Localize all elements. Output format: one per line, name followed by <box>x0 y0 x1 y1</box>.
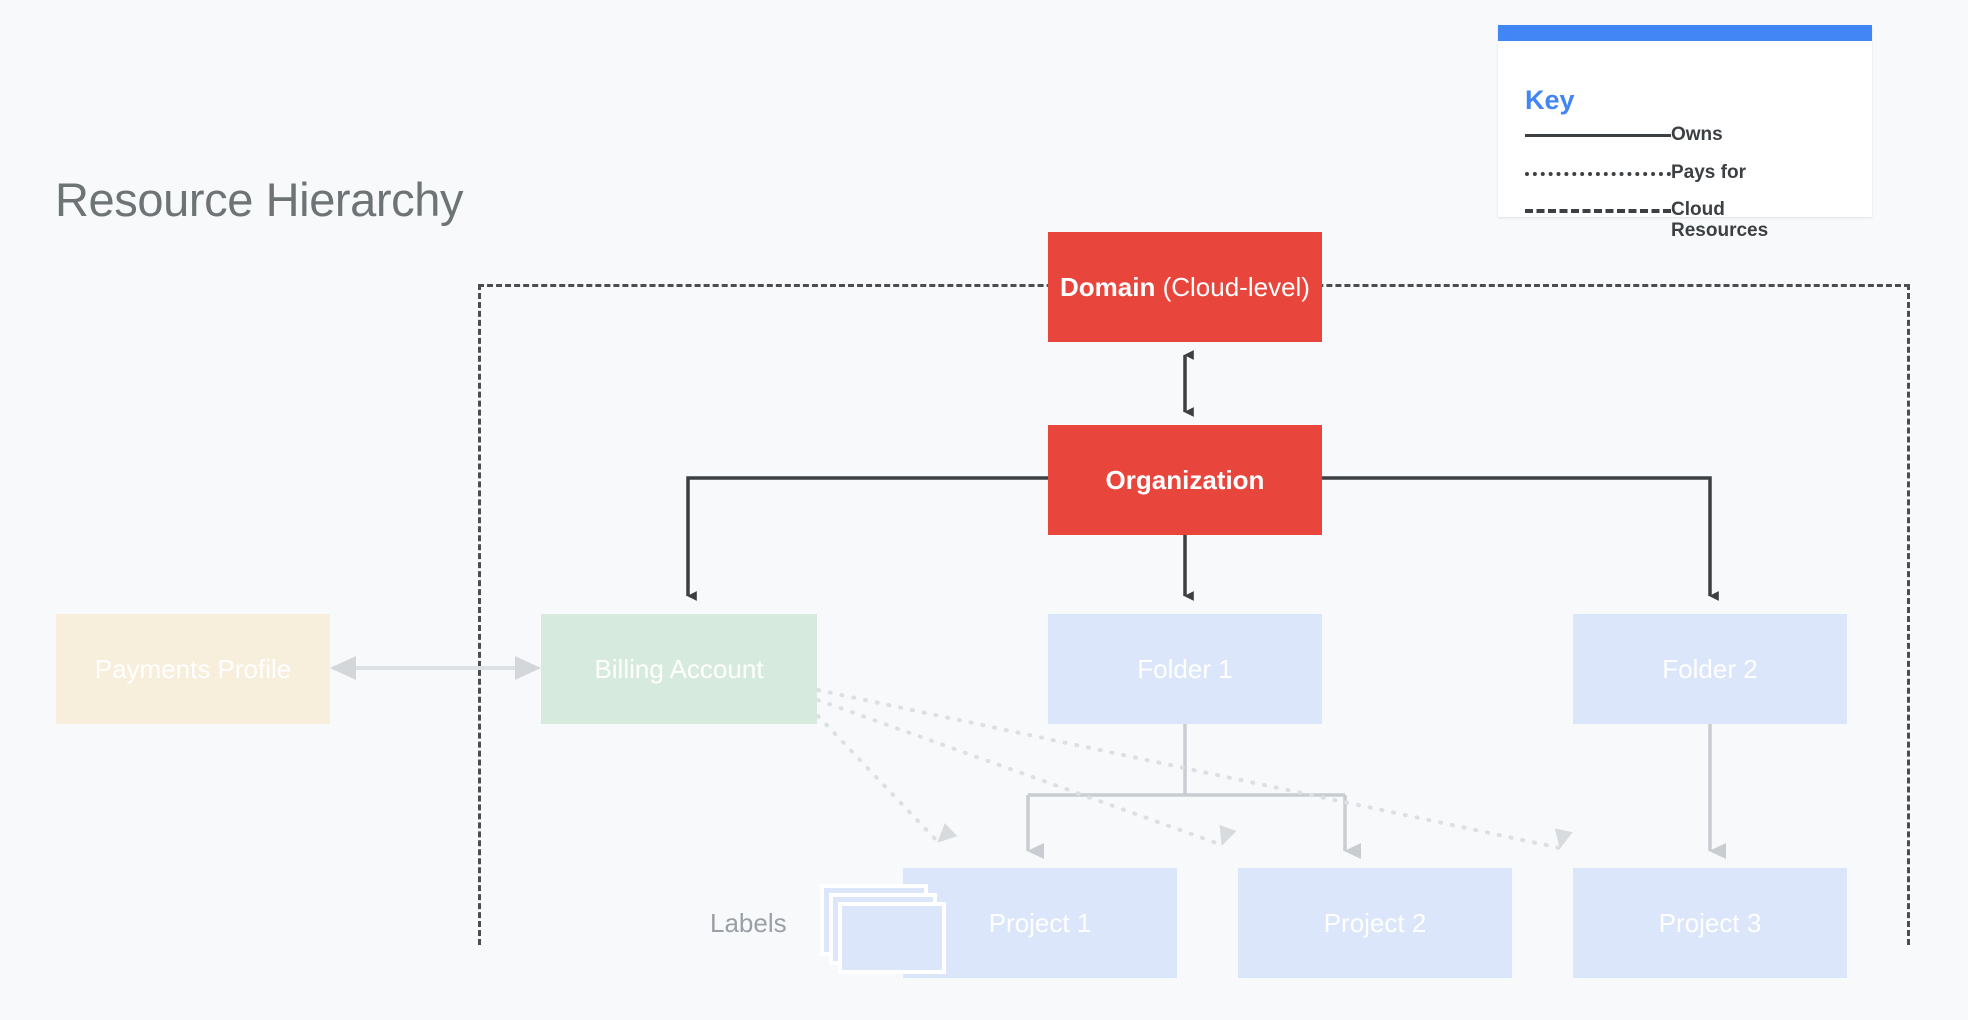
key-row-cloud-resources: Cloud Resources <box>1525 199 1855 241</box>
key-title: Key <box>1525 85 1575 115</box>
node-folder-2[interactable]: Folder 2 <box>1573 614 1847 724</box>
node-organization-title: Organization <box>1105 464 1265 495</box>
edge-billing-project1 <box>816 714 958 844</box>
node-domain-title: Domain <box>1060 271 1156 302</box>
key-label-cloud-resources: Cloud Resources <box>1671 199 1769 241</box>
node-folder-1-title: Folder 1 <box>1137 653 1233 684</box>
edge-billing-project2 <box>816 698 1237 847</box>
key-row-pays-for: Pays for <box>1525 161 1855 184</box>
node-billing-account-title: Billing Account <box>594 653 764 684</box>
node-payments-profile[interactable]: Payments Profile <box>56 614 330 724</box>
node-organization[interactable]: Organization <box>1048 425 1322 535</box>
node-folder-1[interactable]: Folder 1 <box>1048 614 1322 724</box>
node-domain[interactable]: Domain (Cloud-level) <box>1048 232 1322 342</box>
solid-line-icon <box>1525 125 1671 145</box>
key-accent-bar <box>1498 25 1872 41</box>
edge-organization-billing <box>686 476 1048 601</box>
node-project-2[interactable]: Project 2 <box>1238 868 1512 978</box>
label-card-front <box>838 902 946 974</box>
key-label-owns: Owns <box>1671 124 1723 145</box>
edge-folder1-projects <box>1026 724 1361 859</box>
node-project-3[interactable]: Project 3 <box>1573 868 1847 978</box>
labels-annotation: Labels <box>710 908 787 938</box>
node-project-1[interactable]: Project 1 <box>903 868 1177 978</box>
node-billing-account[interactable]: Billing Account <box>541 614 817 724</box>
labels-stack-icon <box>820 884 950 974</box>
node-project-1-title: Project 1 <box>988 907 1092 938</box>
edge-payments-billing <box>330 656 541 680</box>
key-rows: Owns Pays for Cloud Resources <box>1525 124 1855 258</box>
edge-organization-folder2 <box>1322 476 1719 601</box>
key-legend: Key Owns Pays for Cloud Resources <box>1498 25 1872 240</box>
key-label-pays-for: Pays for <box>1671 161 1746 183</box>
page-title: Resource Hierarchy <box>55 173 464 226</box>
dotted-line-icon <box>1525 163 1671 183</box>
node-payments-profile-title: Payments Profile <box>94 653 292 684</box>
node-folder-2-title: Folder 2 <box>1662 653 1758 684</box>
key-row-owns: Owns <box>1525 124 1855 146</box>
node-project-3-title: Project 3 <box>1658 907 1762 938</box>
dashed-line-icon <box>1525 200 1671 220</box>
node-project-2-title: Project 2 <box>1323 907 1427 938</box>
node-domain-suffix: (Cloud-level) <box>1155 271 1310 302</box>
